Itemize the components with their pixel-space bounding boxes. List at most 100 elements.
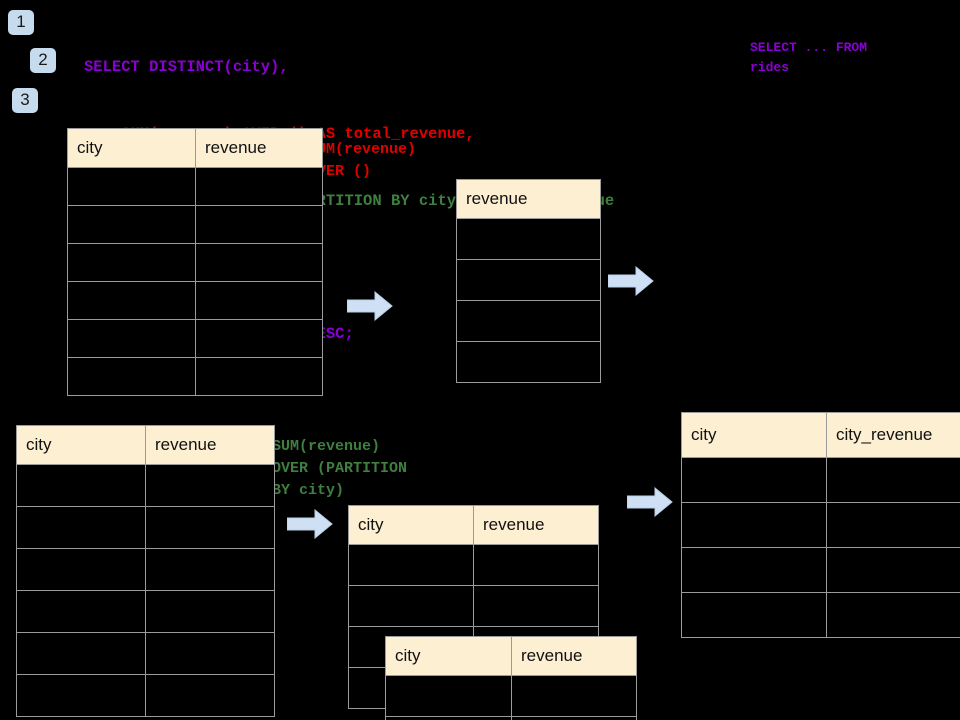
cell-city — [16, 506, 146, 549]
column-header-city: city — [67, 128, 196, 168]
cell-revenue — [473, 585, 599, 627]
table-row — [681, 547, 960, 593]
cell-city — [67, 167, 196, 206]
cell-city — [348, 585, 474, 627]
cell-city — [385, 675, 512, 717]
table-result: city city_revenue — [681, 412, 960, 638]
cell-city — [16, 632, 146, 675]
table-row — [16, 506, 275, 549]
table-row — [348, 585, 599, 627]
cell-revenue — [473, 544, 599, 586]
column-header-revenue: revenue — [145, 425, 275, 465]
column-header-city-revenue: city_revenue — [826, 412, 960, 458]
cell-revenue — [145, 548, 275, 591]
cell-revenue — [456, 341, 601, 383]
table-rides-top: city revenue — [67, 128, 323, 396]
cell-revenue — [456, 300, 601, 342]
annotation-select-from: SELECT ... FROM rides — [750, 40, 868, 75]
cell-city — [67, 205, 196, 244]
cell-city — [681, 502, 827, 548]
cell-revenue — [195, 281, 323, 320]
cell-revenue — [511, 675, 637, 717]
cell-revenue — [145, 590, 275, 633]
sql-line-1: SELECT DISTINCT(city), — [84, 58, 289, 77]
table-row — [67, 167, 323, 206]
cell-city — [67, 319, 196, 358]
cell-city — [681, 547, 827, 593]
table-row — [16, 590, 275, 633]
cell-revenue — [195, 243, 323, 282]
table-header-row: city revenue — [67, 128, 323, 168]
column-header-city: city — [681, 412, 827, 458]
cell-revenue — [195, 319, 323, 358]
table-row — [681, 457, 960, 503]
cell-revenue — [456, 218, 601, 260]
step-badge-1: 1 — [8, 10, 34, 35]
cell-city — [16, 674, 146, 717]
column-header-revenue: revenue — [473, 505, 599, 545]
table-row — [67, 205, 323, 244]
cell-revenue — [145, 674, 275, 717]
table-row — [681, 592, 960, 638]
cell-city — [67, 281, 196, 320]
table-row — [67, 243, 323, 282]
cell-revenue — [195, 167, 323, 206]
column-header-revenue: revenue — [456, 179, 601, 219]
arrow-right-icon — [626, 486, 673, 518]
table-row — [456, 218, 601, 260]
annotation-sum-over-partition: SUM(revenue) OVER (PARTITION BY city) — [272, 438, 408, 499]
table-header-row: city city_revenue — [681, 412, 960, 458]
arrow-right-icon — [346, 290, 393, 322]
cell-city — [16, 590, 146, 633]
cell-city — [16, 548, 146, 591]
table-row — [348, 544, 599, 586]
table-row — [67, 281, 323, 320]
cell-revenue — [456, 259, 601, 301]
table-partition-back: city revenue — [348, 505, 599, 709]
table-row — [16, 674, 275, 717]
cell-city-revenue — [826, 547, 960, 593]
arrow-right-icon — [286, 508, 333, 540]
table-header-row: city revenue — [385, 636, 637, 676]
cell-city — [385, 716, 512, 720]
arrow-right-icon — [607, 265, 654, 297]
table-row — [681, 502, 960, 548]
table-row — [67, 357, 323, 396]
cell-city-revenue — [826, 502, 960, 548]
cell-city — [67, 357, 196, 396]
table-header-row: city revenue — [16, 425, 275, 465]
table-row — [385, 675, 637, 717]
step-badge-3: 3 — [12, 88, 38, 113]
table-row — [16, 548, 275, 591]
cell-city — [681, 457, 827, 503]
table-total-revenue: revenue — [456, 179, 601, 383]
cell-revenue — [145, 506, 275, 549]
column-header-city: city — [16, 425, 146, 465]
cell-city — [67, 243, 196, 282]
cell-revenue — [195, 205, 323, 244]
cell-city-revenue — [826, 457, 960, 503]
table-rides-bottom: city revenue — [16, 425, 275, 717]
cell-city — [16, 464, 146, 507]
table-header-row: revenue — [456, 179, 601, 219]
table-row — [456, 341, 601, 383]
table-row — [456, 259, 601, 301]
table-partition-front: city revenue — [385, 636, 637, 720]
column-header-revenue: revenue — [195, 128, 323, 168]
column-header-city: city — [348, 505, 474, 545]
table-row — [385, 716, 637, 720]
cell-revenue — [145, 632, 275, 675]
annotation-sum-over-empty: SUM(revenue) OVER () — [308, 141, 417, 180]
cell-city — [681, 592, 827, 638]
step-badge-2: 2 — [30, 48, 56, 73]
table-row — [16, 464, 275, 507]
table-row — [456, 300, 601, 342]
cell-city — [348, 544, 474, 586]
cell-revenue — [195, 357, 323, 396]
column-header-city: city — [385, 636, 512, 676]
column-header-revenue: revenue — [511, 636, 637, 676]
table-row — [16, 632, 275, 675]
table-row — [67, 319, 323, 358]
cell-revenue — [145, 464, 275, 507]
